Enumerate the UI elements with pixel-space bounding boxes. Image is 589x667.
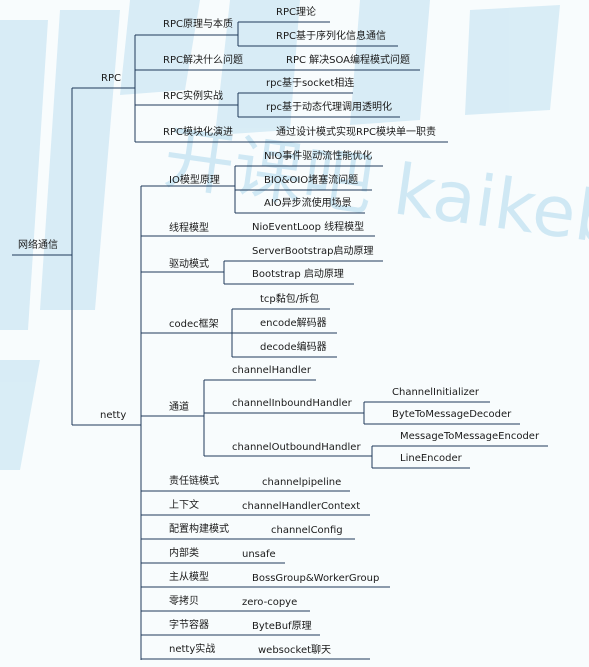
- channelpipeline-node[interactable]: channelpipeline: [262, 477, 342, 488]
- chain-node[interactable]: 责任链模式: [169, 476, 219, 487]
- bio-node[interactable]: BIO&OIO堵塞流问题: [264, 175, 359, 186]
- codec-node[interactable]: codec框架: [169, 319, 219, 330]
- thread-model-node[interactable]: 线程模型: [169, 223, 209, 234]
- aio-node[interactable]: AIO异步流使用场景: [264, 198, 352, 209]
- rpc-serialization-node[interactable]: RPC基于序列化信息通信: [276, 31, 386, 42]
- master-slave-node[interactable]: 主从模型: [169, 572, 209, 583]
- bytetomessagedecoder-node[interactable]: ByteToMessageDecoder: [392, 409, 512, 420]
- rpc-problem-node[interactable]: RPC解决什么问题: [163, 55, 243, 66]
- channeloutboundhandler-node[interactable]: channelOutboundHandler: [232, 442, 361, 453]
- netty-node[interactable]: netty: [100, 410, 127, 421]
- zero-copy-node[interactable]: 零拷贝: [169, 596, 199, 607]
- rpc-proxy-node[interactable]: rpc基于动态代理调用透明化: [266, 102, 392, 113]
- tcp-node[interactable]: tcp黏包/拆包: [260, 294, 320, 305]
- io-model-node[interactable]: IO模型原理: [169, 175, 220, 186]
- rpc-node[interactable]: RPC: [101, 73, 121, 84]
- zero-copye-node[interactable]: zero-copye: [242, 597, 298, 608]
- lineencoder-node[interactable]: LineEncoder: [400, 453, 462, 464]
- nio-node[interactable]: NIO事件驱动流性能优化: [264, 151, 373, 162]
- root-node[interactable]: 网络通信: [18, 240, 58, 251]
- context-node[interactable]: 上下文: [169, 500, 199, 511]
- channelinboundhandler-node[interactable]: channelInboundHandler: [232, 398, 352, 409]
- channelconfig-node[interactable]: channelConfig: [271, 525, 343, 536]
- bytebuf-node[interactable]: ByteBuf原理: [252, 621, 312, 632]
- channelinitializer-node[interactable]: ChannelInitializer: [392, 387, 480, 398]
- netty-practice-node[interactable]: netty实战: [169, 644, 216, 655]
- unsafe-node[interactable]: unsafe: [242, 549, 276, 560]
- config-node[interactable]: 配置构建模式: [169, 524, 229, 535]
- websocket-node[interactable]: websocket聊天: [258, 645, 332, 656]
- driver-mode-node[interactable]: 驱动模式: [169, 259, 209, 270]
- bootstrap-node[interactable]: Bootstrap 启动原理: [252, 269, 344, 280]
- channelhandler-node[interactable]: channelHandler: [232, 365, 311, 376]
- rpc-design-pattern-node[interactable]: 通过设计模式实现RPC模块单一职责: [276, 127, 436, 138]
- nioeventloop-node[interactable]: NioEventLoop 线程模型: [252, 222, 365, 233]
- channelhandlercontext-node[interactable]: channelHandlerContext: [242, 501, 361, 512]
- internal-class-node[interactable]: 内部类: [169, 548, 199, 559]
- rpc-soa-node[interactable]: RPC 解决SOA编程模式问题: [286, 55, 411, 66]
- rpc-modular-node[interactable]: RPC模块化演进: [163, 127, 233, 138]
- bossgroup-node[interactable]: BossGroup&WorkerGroup: [252, 573, 380, 584]
- messagetomessageencoder-node[interactable]: MessageToMessageEncoder: [400, 431, 540, 442]
- byte-container-node[interactable]: 字节容器: [169, 620, 209, 631]
- rpc-practice-node[interactable]: RPC实例实战: [163, 91, 223, 102]
- rpc-principle-node[interactable]: RPC原理与本质: [163, 19, 233, 30]
- channel-node[interactable]: 通道: [169, 402, 189, 413]
- encode-node[interactable]: encode解码器: [260, 318, 327, 329]
- serverbootstrap-node[interactable]: ServerBootstrap启动原理: [252, 246, 374, 257]
- rpc-theory-node[interactable]: RPC理论: [276, 7, 316, 18]
- rpc-socket-node[interactable]: rpc基于socket相连: [266, 78, 355, 89]
- decode-node[interactable]: decode编码器: [260, 342, 327, 353]
